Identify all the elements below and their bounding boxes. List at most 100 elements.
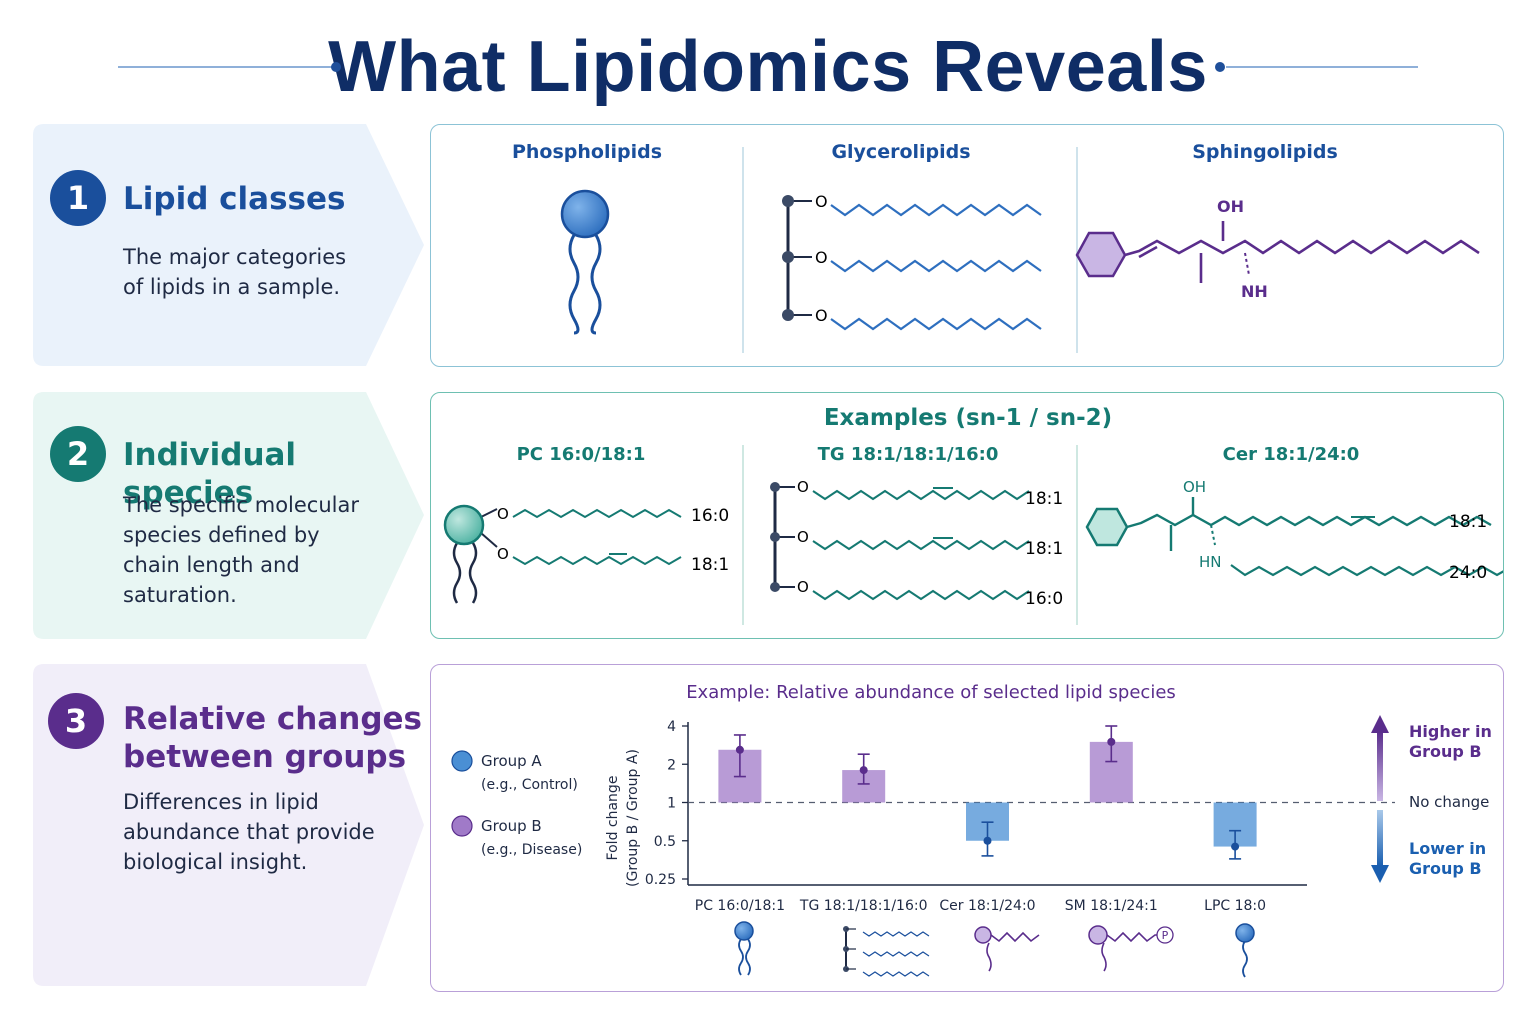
relative-change-box: Example: Relative abundance of selected … bbox=[430, 664, 1504, 992]
x-category-label: LPC 18:0 bbox=[1204, 898, 1266, 914]
y-tick-label: 4 bbox=[667, 719, 676, 735]
down-arrow-icon bbox=[1371, 865, 1389, 883]
sm-mini-icon: P bbox=[1088, 925, 1174, 972]
lpc-mini-icon bbox=[1235, 923, 1255, 978]
x-category-label: SM 18:1/24:1 bbox=[1065, 898, 1158, 914]
amine-label: NH bbox=[1241, 282, 1268, 301]
oxygen-label: O bbox=[497, 545, 509, 563]
cer-mini-icon bbox=[974, 926, 1040, 972]
up-arrow-shaft bbox=[1377, 731, 1383, 801]
x-category-label: Cer 18:1/24:0 bbox=[939, 898, 1035, 914]
oxygen-label: O bbox=[815, 248, 828, 267]
chart-axes bbox=[687, 722, 1395, 886]
sphingolipid-icon: OH NH bbox=[1075, 197, 1480, 301]
panel-arrows bbox=[33, 124, 424, 986]
title-dot-right bbox=[1215, 62, 1225, 72]
chart-title: Example: Relative abundance of selected … bbox=[686, 682, 1176, 703]
section-1-title-line: Lipid classes bbox=[123, 181, 346, 217]
oxygen-label: O bbox=[797, 578, 809, 596]
legend-group-a: Group A bbox=[481, 752, 542, 770]
y-tick-label: 1 bbox=[667, 796, 676, 812]
chain-label: 18:1 bbox=[1025, 489, 1063, 509]
header-sphingolipids: Sphingolipids bbox=[1192, 141, 1338, 163]
species-col-tg: TG 18:1/18:1/16:0 bbox=[817, 444, 999, 465]
section-3-desc-line: Differences in lipid bbox=[123, 790, 319, 814]
section-2-desc-line: chain length and bbox=[123, 553, 300, 577]
oxygen-label: O bbox=[797, 478, 809, 496]
species-col-cer: Cer 18:1/24:0 bbox=[1222, 444, 1360, 465]
lipid-classes-box: Phospholipids Glycerolipids Sphingolipid… bbox=[430, 124, 1504, 367]
hydroxyl-label: OH bbox=[1217, 197, 1244, 216]
oxygen-label: O bbox=[815, 306, 828, 325]
oxygen-label: O bbox=[815, 192, 828, 211]
chart-legend: Group A (e.g., Control) Group B (e.g., D… bbox=[451, 750, 582, 858]
tg-mini-icon bbox=[843, 926, 930, 977]
oxygen-label: O bbox=[497, 505, 509, 523]
y-ticks: 4 2 1 0.5 0.25 bbox=[645, 719, 688, 888]
up-arrow-icon bbox=[1371, 715, 1389, 733]
chart-bars bbox=[718, 725, 1257, 860]
title-rule-right bbox=[1226, 66, 1418, 68]
x-category-label: TG 18:1/18:1/16:0 bbox=[799, 898, 928, 914]
divider bbox=[742, 147, 744, 353]
section-1-desc-line: The major categories bbox=[123, 245, 347, 269]
direction-indicator: Higher in Group B No change Lower in Gro… bbox=[1371, 715, 1492, 883]
section-3-title: Relative changes between groups bbox=[123, 700, 422, 776]
panel-arrow-1 bbox=[33, 124, 424, 366]
mean-point bbox=[735, 745, 744, 754]
header-glycerolipids: Glycerolipids bbox=[831, 141, 971, 163]
section-1-desc: The major categories of lipids in a samp… bbox=[123, 242, 346, 302]
species-header: Examples (sn-1 / sn-2) bbox=[823, 405, 1113, 431]
tg-icon: O O O 18:1 18:1 16:0 bbox=[770, 478, 1063, 609]
y-tick-label: 0.5 bbox=[654, 834, 676, 850]
chain-label: 18:1 bbox=[1449, 512, 1487, 532]
panel-arrow-3 bbox=[33, 664, 424, 986]
legend-swatch-group-b bbox=[451, 815, 473, 837]
section-2-desc-line: The specific molecular bbox=[123, 493, 360, 517]
pc-icon: O O 16:0 18:1 bbox=[443, 504, 729, 604]
section-3-title-line: between groups bbox=[123, 739, 407, 775]
section-3-desc-line: biological insight. bbox=[123, 850, 308, 874]
lower-label: Lower in bbox=[1409, 839, 1486, 858]
section-2-title: Individual species bbox=[123, 436, 430, 512]
oxygen-label: O bbox=[797, 528, 809, 546]
section-1-desc-line: of lipids in a sample. bbox=[123, 275, 341, 299]
section-3-desc: Differences in lipid abundance that prov… bbox=[123, 787, 375, 877]
section-1-badge: 1 bbox=[50, 170, 106, 226]
higher-label: Group B bbox=[1409, 742, 1482, 761]
title-dot-left bbox=[331, 62, 341, 72]
chain-label: 16:0 bbox=[1025, 589, 1063, 609]
down-arrow-shaft bbox=[1377, 810, 1383, 866]
y-tick-label: 2 bbox=[667, 757, 676, 773]
legend-group-a-sub: (e.g., Control) bbox=[481, 777, 578, 793]
phospholipid-icon bbox=[560, 189, 610, 335]
mean-point bbox=[859, 766, 868, 775]
page-title: What Lipidomics Reveals bbox=[328, 27, 1208, 107]
pc-mini-icon bbox=[734, 921, 754, 976]
section-3-badge: 3 bbox=[48, 693, 104, 749]
lipid-class-structures: O O O OH NH bbox=[560, 189, 1480, 335]
divider bbox=[1076, 147, 1078, 353]
panel-arrow-2 bbox=[33, 392, 424, 639]
y-axis-label: Fold change bbox=[605, 776, 621, 861]
fold-change-chart: Example: Relative abundance of selected … bbox=[451, 682, 1492, 978]
title-rule-left bbox=[118, 66, 334, 68]
section-2-title-line: Individual species bbox=[123, 437, 297, 511]
chain-label: 18:1 bbox=[1025, 539, 1063, 559]
mean-point bbox=[1231, 842, 1240, 851]
category-icons: P bbox=[734, 921, 1255, 978]
glycerolipid-icon: O O O bbox=[782, 192, 1042, 331]
y-axis-label: (Group B / Group A) bbox=[625, 749, 641, 887]
section-2-badge: 2 bbox=[50, 426, 106, 482]
y-tick-label: 0.25 bbox=[645, 872, 676, 888]
legend-group-b-sub: (e.g., Disease) bbox=[481, 842, 582, 858]
species-box: Examples (sn-1 / sn-2) PC 16:0/18:1 TG 1… bbox=[430, 392, 1504, 639]
section-2-desc: The specific molecular species defined b… bbox=[123, 490, 359, 610]
mean-point bbox=[983, 836, 992, 845]
section-1-title: Lipid classes bbox=[123, 180, 345, 218]
phosphate-label: P bbox=[1162, 929, 1169, 942]
chain-label: 16:0 bbox=[691, 506, 729, 526]
species-structures: O O 16:0 18:1 O O O 18:1 18:1 16:0 bbox=[443, 478, 1503, 609]
cer-icon: OH HN 18:1 24:0 bbox=[1085, 478, 1503, 583]
